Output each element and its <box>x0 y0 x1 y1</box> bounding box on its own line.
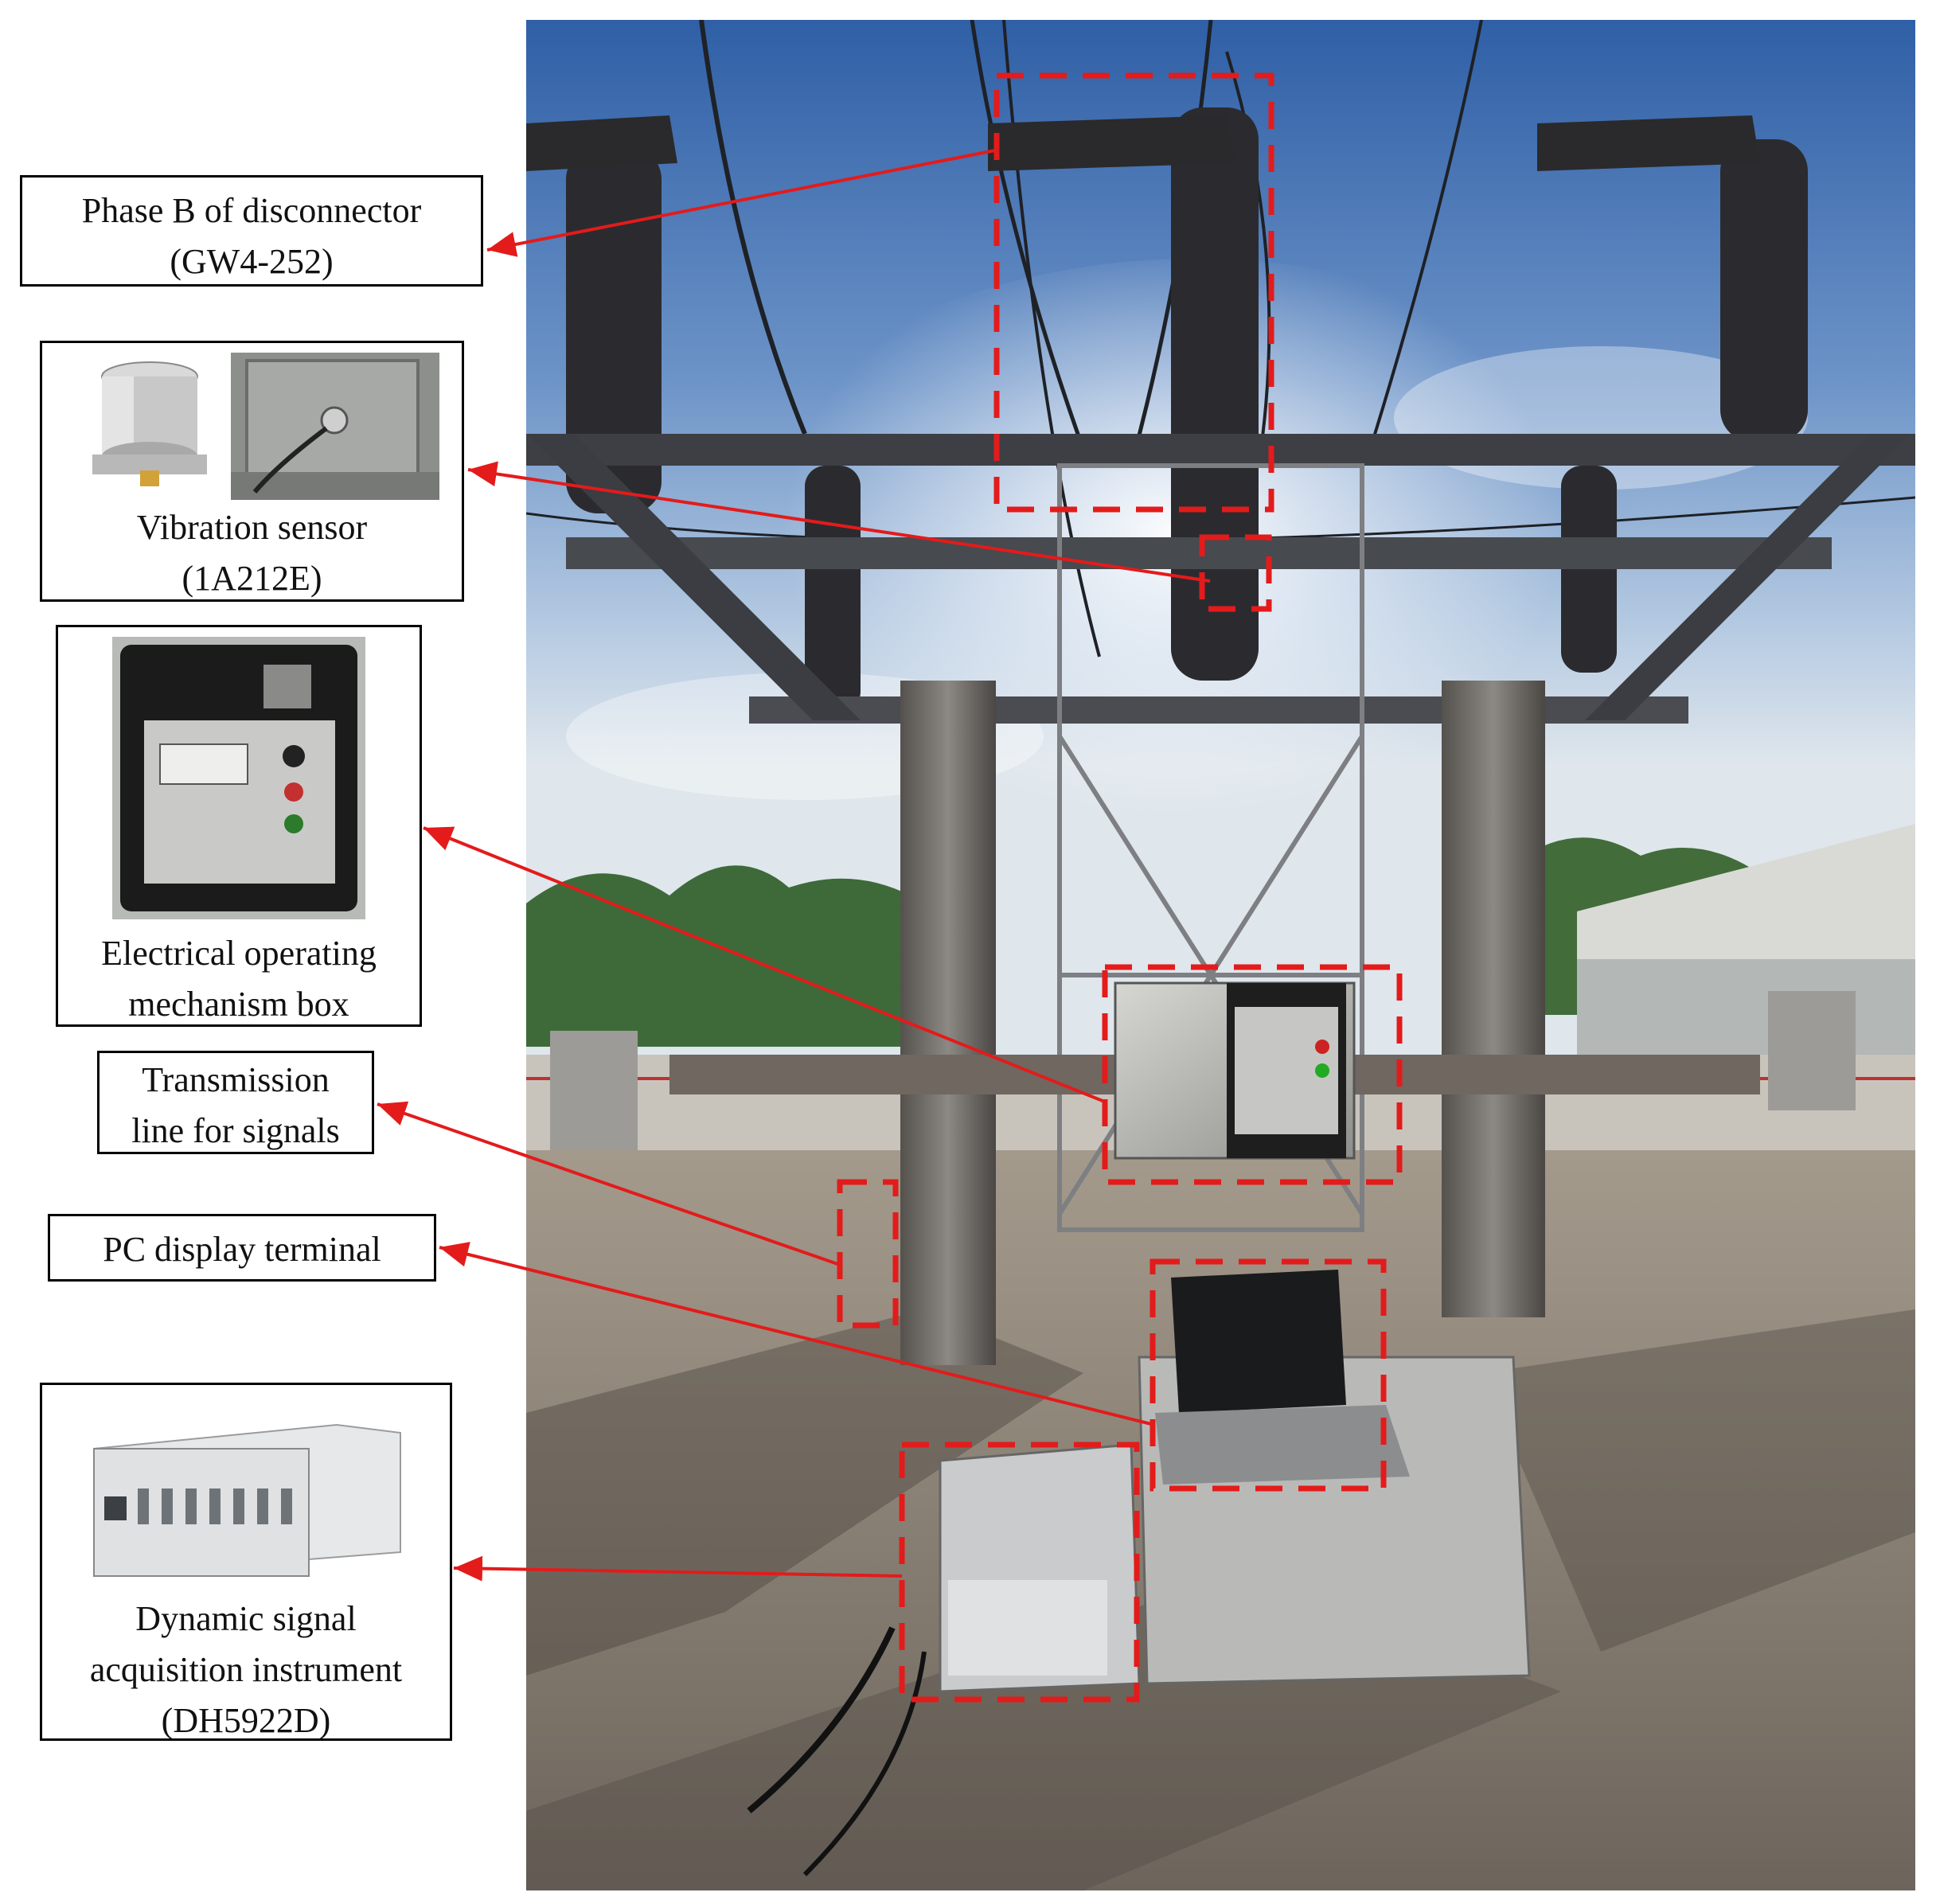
callout-daq-line1: Dynamic signal <box>135 1599 357 1638</box>
callout-disconnector-line1: Phase B of disconnector <box>81 191 422 230</box>
callout-mechanism: Electrical operating mechanism box <box>56 625 422 1027</box>
callout-daq: Dynamic signal acquisition instrument (D… <box>40 1383 452 1741</box>
daq-instrument-photo <box>82 1401 408 1584</box>
callout-sensor-line2: (1A212E) <box>182 558 322 598</box>
callout-daq-line2: acquisition instrument <box>89 1649 403 1689</box>
callout-mechanism-line2: mechanism box <box>128 984 349 1024</box>
callout-transmission: Transmission line for signals <box>97 1051 374 1154</box>
sensor-mounted-photo <box>231 353 439 500</box>
callout-mechanism-line1: Electrical operating <box>101 934 377 973</box>
sensor-photo <box>70 353 229 492</box>
substation-photo <box>526 20 1915 1890</box>
callout-disconnector: Phase B of disconnector (GW4-252) <box>20 175 483 287</box>
callout-sensor: Vibration sensor (1A212E) <box>40 341 464 602</box>
callout-disconnector-line2: (GW4-252) <box>170 241 334 281</box>
mechanism-box-photo <box>112 637 365 919</box>
callout-pc-line1: PC display terminal <box>103 1230 381 1269</box>
callout-transmission-line2: line for signals <box>131 1110 340 1150</box>
callout-daq-line3: (DH5922D) <box>161 1700 331 1740</box>
callout-sensor-line1: Vibration sensor <box>136 508 368 547</box>
callout-transmission-line1: Transmission <box>142 1060 330 1099</box>
callout-pc: PC display terminal <box>48 1214 436 1282</box>
